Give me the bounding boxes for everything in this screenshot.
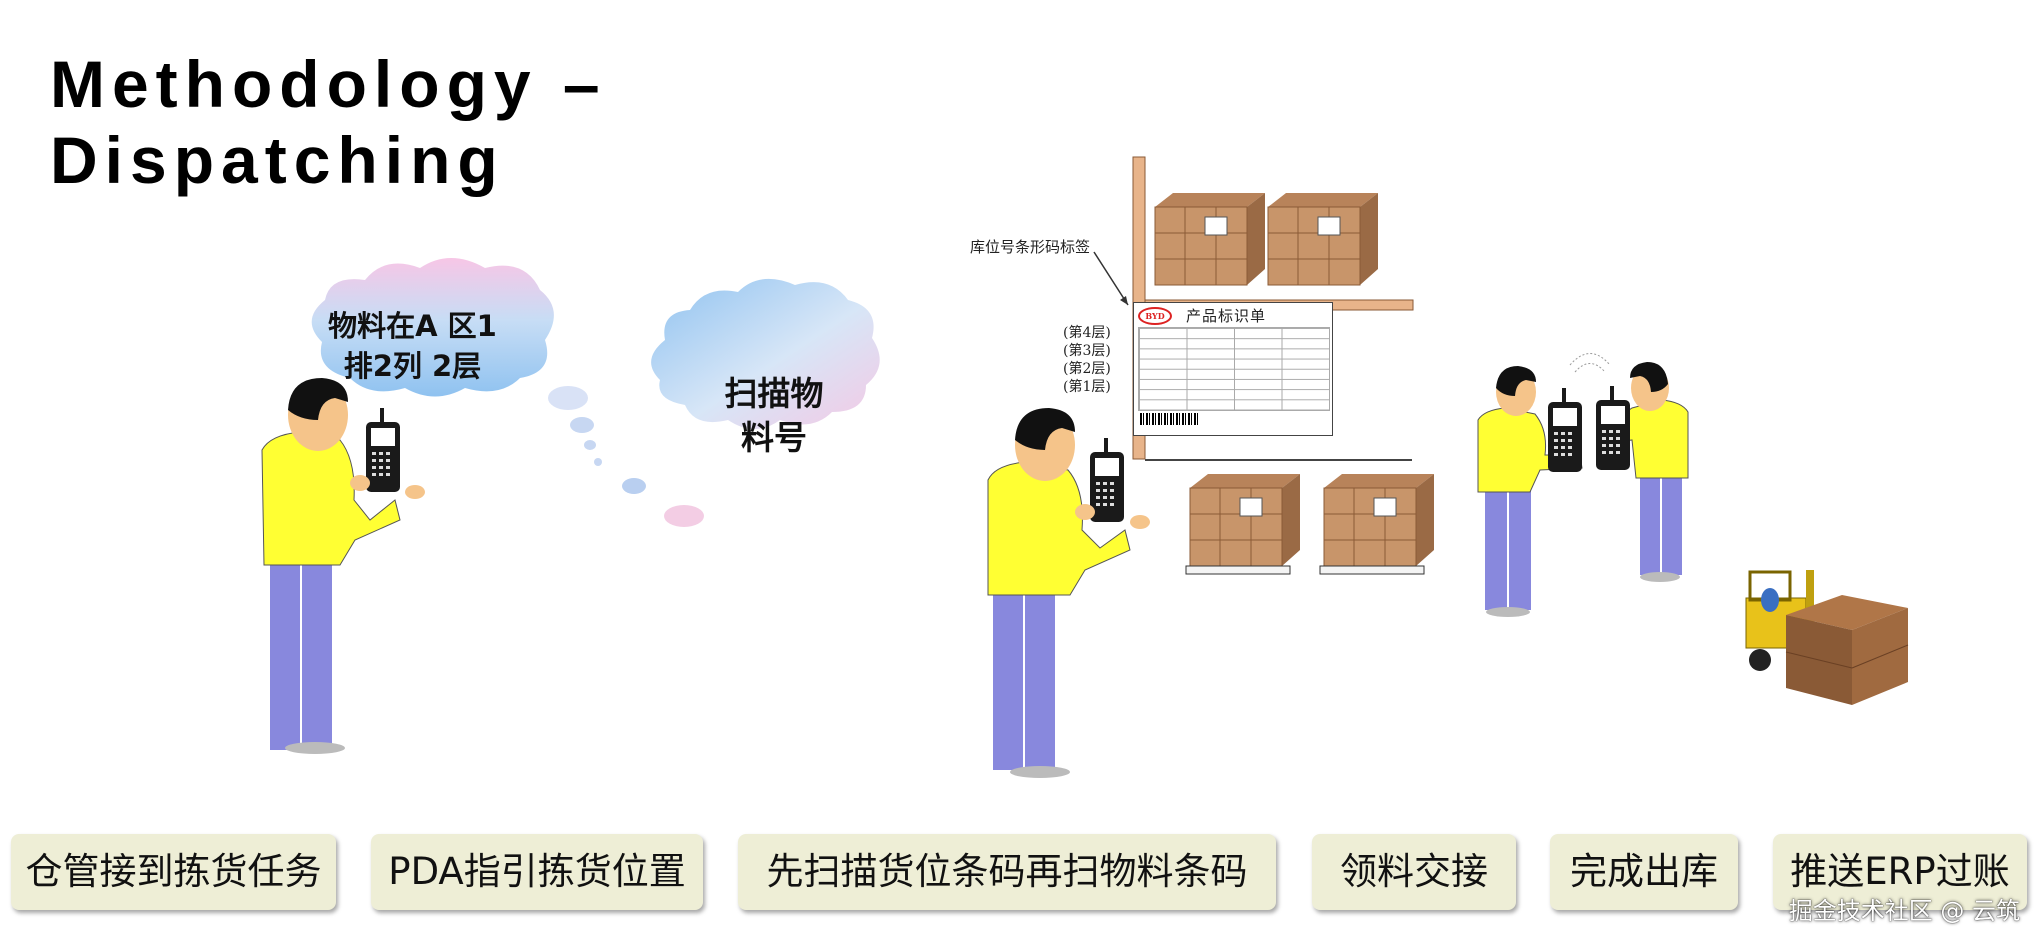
step-scan-barcodes: 先扫描货位条码再扫物料条码: [738, 834, 1276, 910]
page-title: Methodology – Dispatching: [50, 46, 607, 198]
cloud-location-text: 物料在A 区1 排2列 2层: [320, 306, 505, 386]
forklift: [1745, 570, 1909, 705]
worker-left: [261, 378, 425, 754]
product-id-card: BYD 产品标识单: [1133, 302, 1333, 436]
title-line-2: Dispatching: [50, 123, 505, 197]
cloud-location: [311, 258, 554, 397]
product-id-card-title: 产品标识单: [1186, 307, 1267, 325]
cloud-scan-line-2: 料号: [741, 418, 807, 457]
process-steps: 仓管接到拣货任务 PDA指引拣货位置 先扫描货位条码再扫物料条码 领料交接 完成…: [0, 834, 2038, 910]
step-complete-outbound: 完成出库: [1550, 834, 1738, 910]
layer-label-4: (第4层): [1063, 325, 1111, 341]
cloud-location-line-1: 物料在A 区1: [328, 309, 497, 343]
cloud-scan-text: 扫描物 料号: [704, 372, 844, 460]
layer-label-2: (第2层): [1063, 361, 1111, 377]
title-line-1: Methodology –: [50, 47, 607, 121]
shelf-barcode-label-caption: 库位号条形码标签: [970, 238, 1091, 256]
step-push-erp: 推送ERP过账: [1773, 834, 2027, 910]
step-pda-guide: PDA指引拣货位置: [371, 834, 703, 910]
step-handover: 领料交接: [1312, 834, 1516, 910]
step-receive-task: 仓管接到拣货任务: [11, 834, 336, 910]
cloud-scan: [651, 278, 880, 429]
cloud-scan-line-1: 扫描物: [724, 374, 824, 413]
watermark: 掘金技术社区 @ 云筑: [1788, 897, 2020, 925]
layer-label-1: (第1层): [1063, 379, 1111, 395]
product-id-card-table: [1138, 327, 1330, 411]
worker-center: [987, 408, 1150, 778]
thought-bubbles: [548, 386, 704, 527]
layer-label-3: (第3层): [1063, 343, 1111, 359]
cloud-location-line-2: 排2列 2层: [343, 349, 482, 383]
byd-logo: BYD: [1138, 307, 1172, 325]
workers-handover: [1477, 353, 1689, 617]
barcode-icon: [1140, 413, 1200, 425]
